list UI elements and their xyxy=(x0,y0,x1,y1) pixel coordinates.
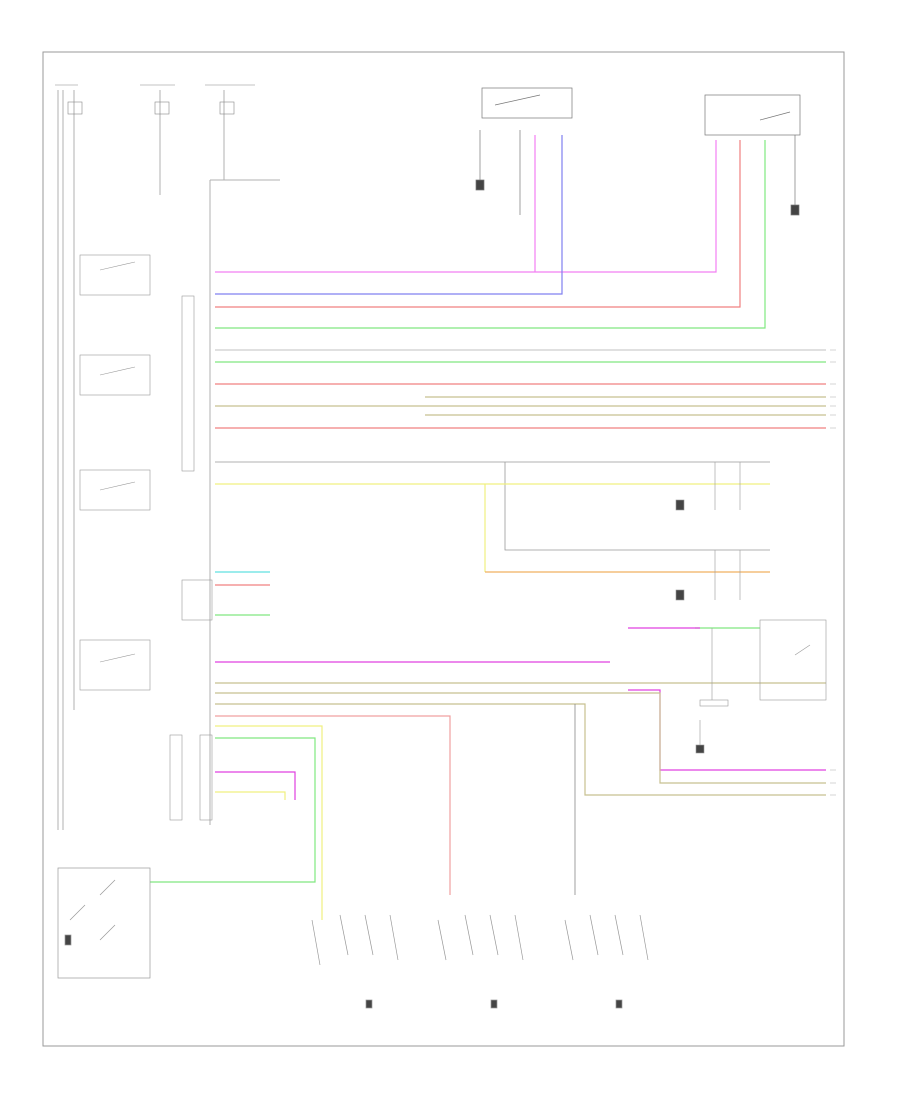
left-components xyxy=(79,254,213,821)
wire-tan-lower xyxy=(215,682,826,796)
wire-red xyxy=(215,140,741,308)
top-connectors xyxy=(475,87,801,216)
right-components xyxy=(675,462,827,754)
wire-blue xyxy=(215,135,563,295)
wire-magenta-lower xyxy=(215,771,296,800)
wire-yellow-lower xyxy=(215,725,323,920)
wire-green-1 xyxy=(215,140,766,329)
fuse-labels xyxy=(55,84,255,115)
diagram-border xyxy=(42,51,845,1047)
wire-green-lower xyxy=(150,737,316,883)
right-edge-terminals xyxy=(830,349,836,796)
wire-pink xyxy=(215,135,717,273)
bottom-left-switch-box xyxy=(57,867,151,979)
wire-tan-bundle xyxy=(215,396,826,416)
wire-magenta xyxy=(215,627,826,771)
power-bus-lines xyxy=(57,90,280,830)
wire-black-1 xyxy=(215,461,770,551)
wire-yellow xyxy=(215,483,770,572)
wire-pink-lower xyxy=(215,715,451,895)
bottom-switches xyxy=(311,914,649,1009)
wire-green-3 xyxy=(215,614,760,629)
wire-yellow-lower-2 xyxy=(215,791,286,800)
